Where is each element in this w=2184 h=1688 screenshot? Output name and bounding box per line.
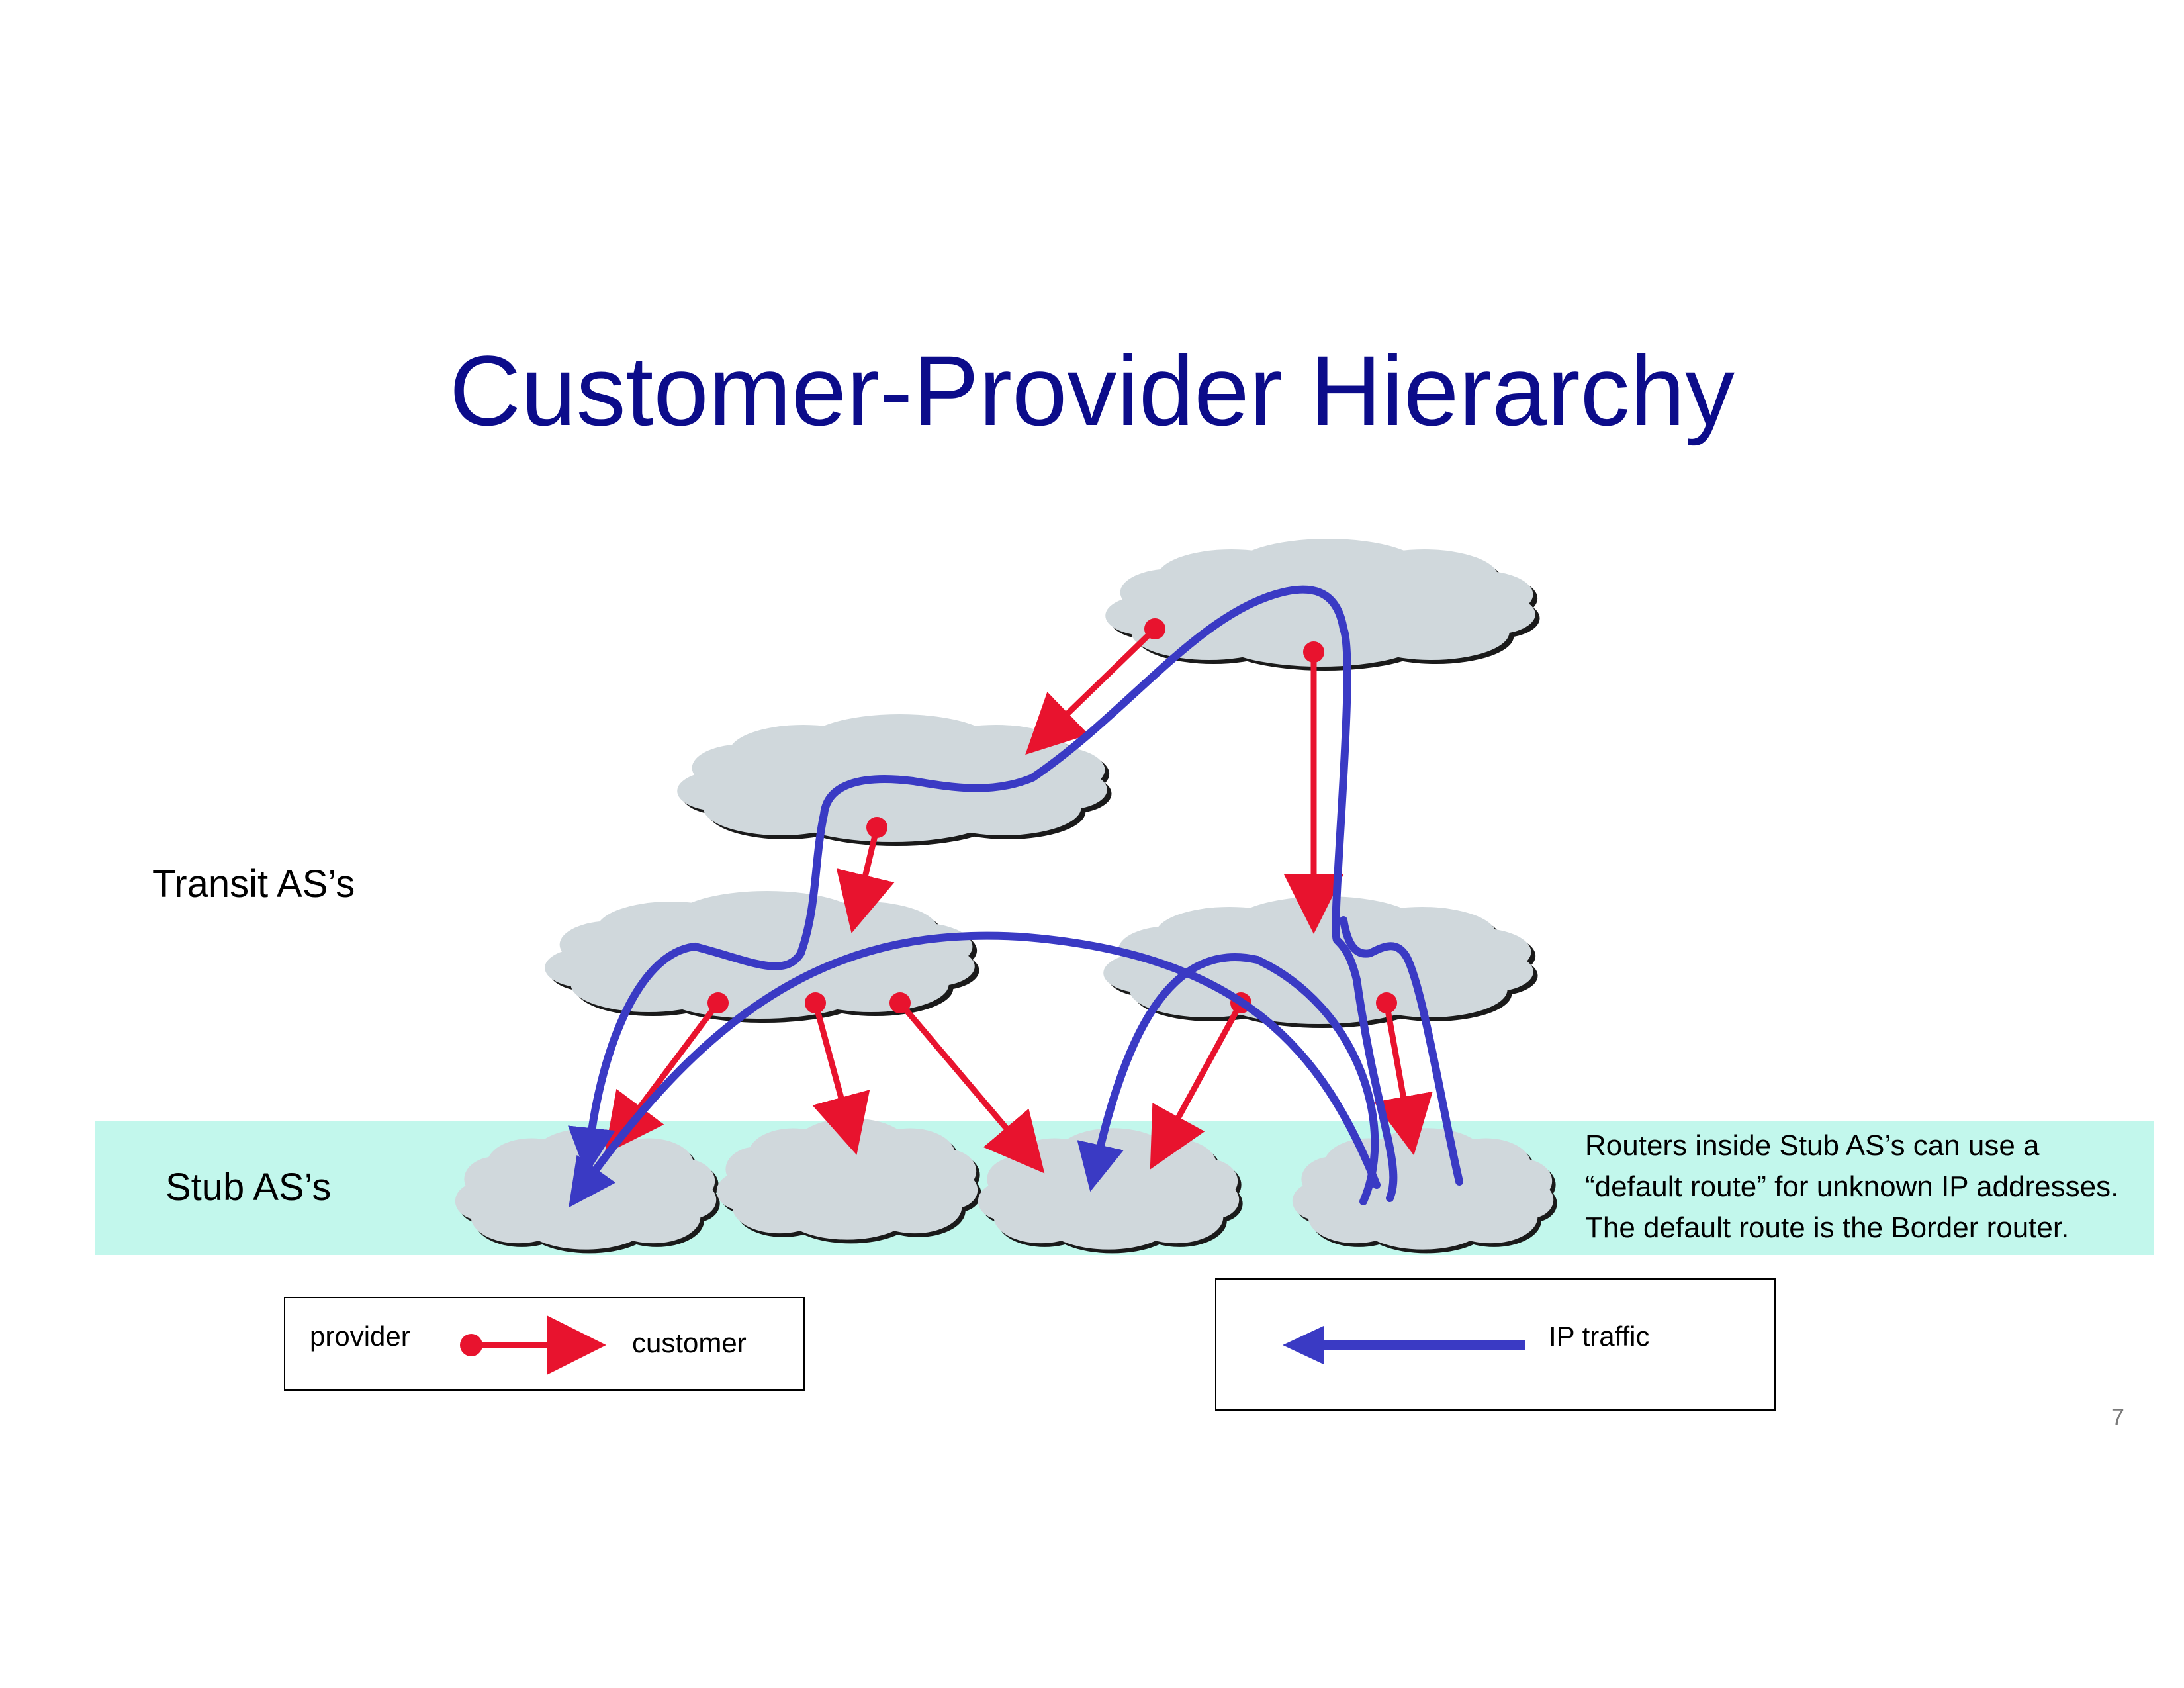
legend-blue-arrow [1283, 1326, 1525, 1364]
legend-ip-traffic-label: IP traffic [1549, 1321, 1650, 1352]
default-route-note: Routers inside Stub AS’s can use a “defa… [1585, 1125, 2118, 1248]
provider-customer-arrows [604, 618, 1433, 1174]
page-number: 7 [2111, 1403, 2125, 1430]
stub-as-label: Stub AS’s [165, 1166, 332, 1209]
legend-customer-label: customer [632, 1327, 747, 1358]
pc-arrow-lowright-to-stub4 [1374, 992, 1433, 1156]
note-line: Routers inside Stub AS’s can use a [1585, 1129, 2040, 1162]
slide-title: Customer-Provider Hierarchy [449, 335, 1735, 446]
legend-provider-label: provider [310, 1321, 410, 1352]
ip-path-long [568, 585, 1398, 1202]
note-line: “default route” for unknown IP addresses… [1585, 1170, 2119, 1203]
ip-path-arc-right [1077, 953, 1379, 1205]
note-line: The default route is the Border router. [1585, 1211, 2070, 1244]
pc-arrow-top-to-lowright [1284, 641, 1343, 934]
ip-path-arc-left [569, 931, 1381, 1208]
legend-red-arrow [460, 1315, 606, 1375]
ip-path-short-right [1340, 916, 1463, 1186]
ip-traffic-paths [568, 585, 1463, 1208]
pc-arrow-mid-to-lowleft [836, 817, 895, 934]
pc-arrow-lowleft-to-stub1 [604, 992, 729, 1154]
pc-arrow-lowleft-to-stub3 [889, 992, 1045, 1174]
pc-arrow-top-to-mid [1025, 618, 1165, 755]
pc-arrow-lowleft-to-stub2 [805, 992, 870, 1155]
transit-as-label: Transit AS’s [152, 863, 355, 906]
